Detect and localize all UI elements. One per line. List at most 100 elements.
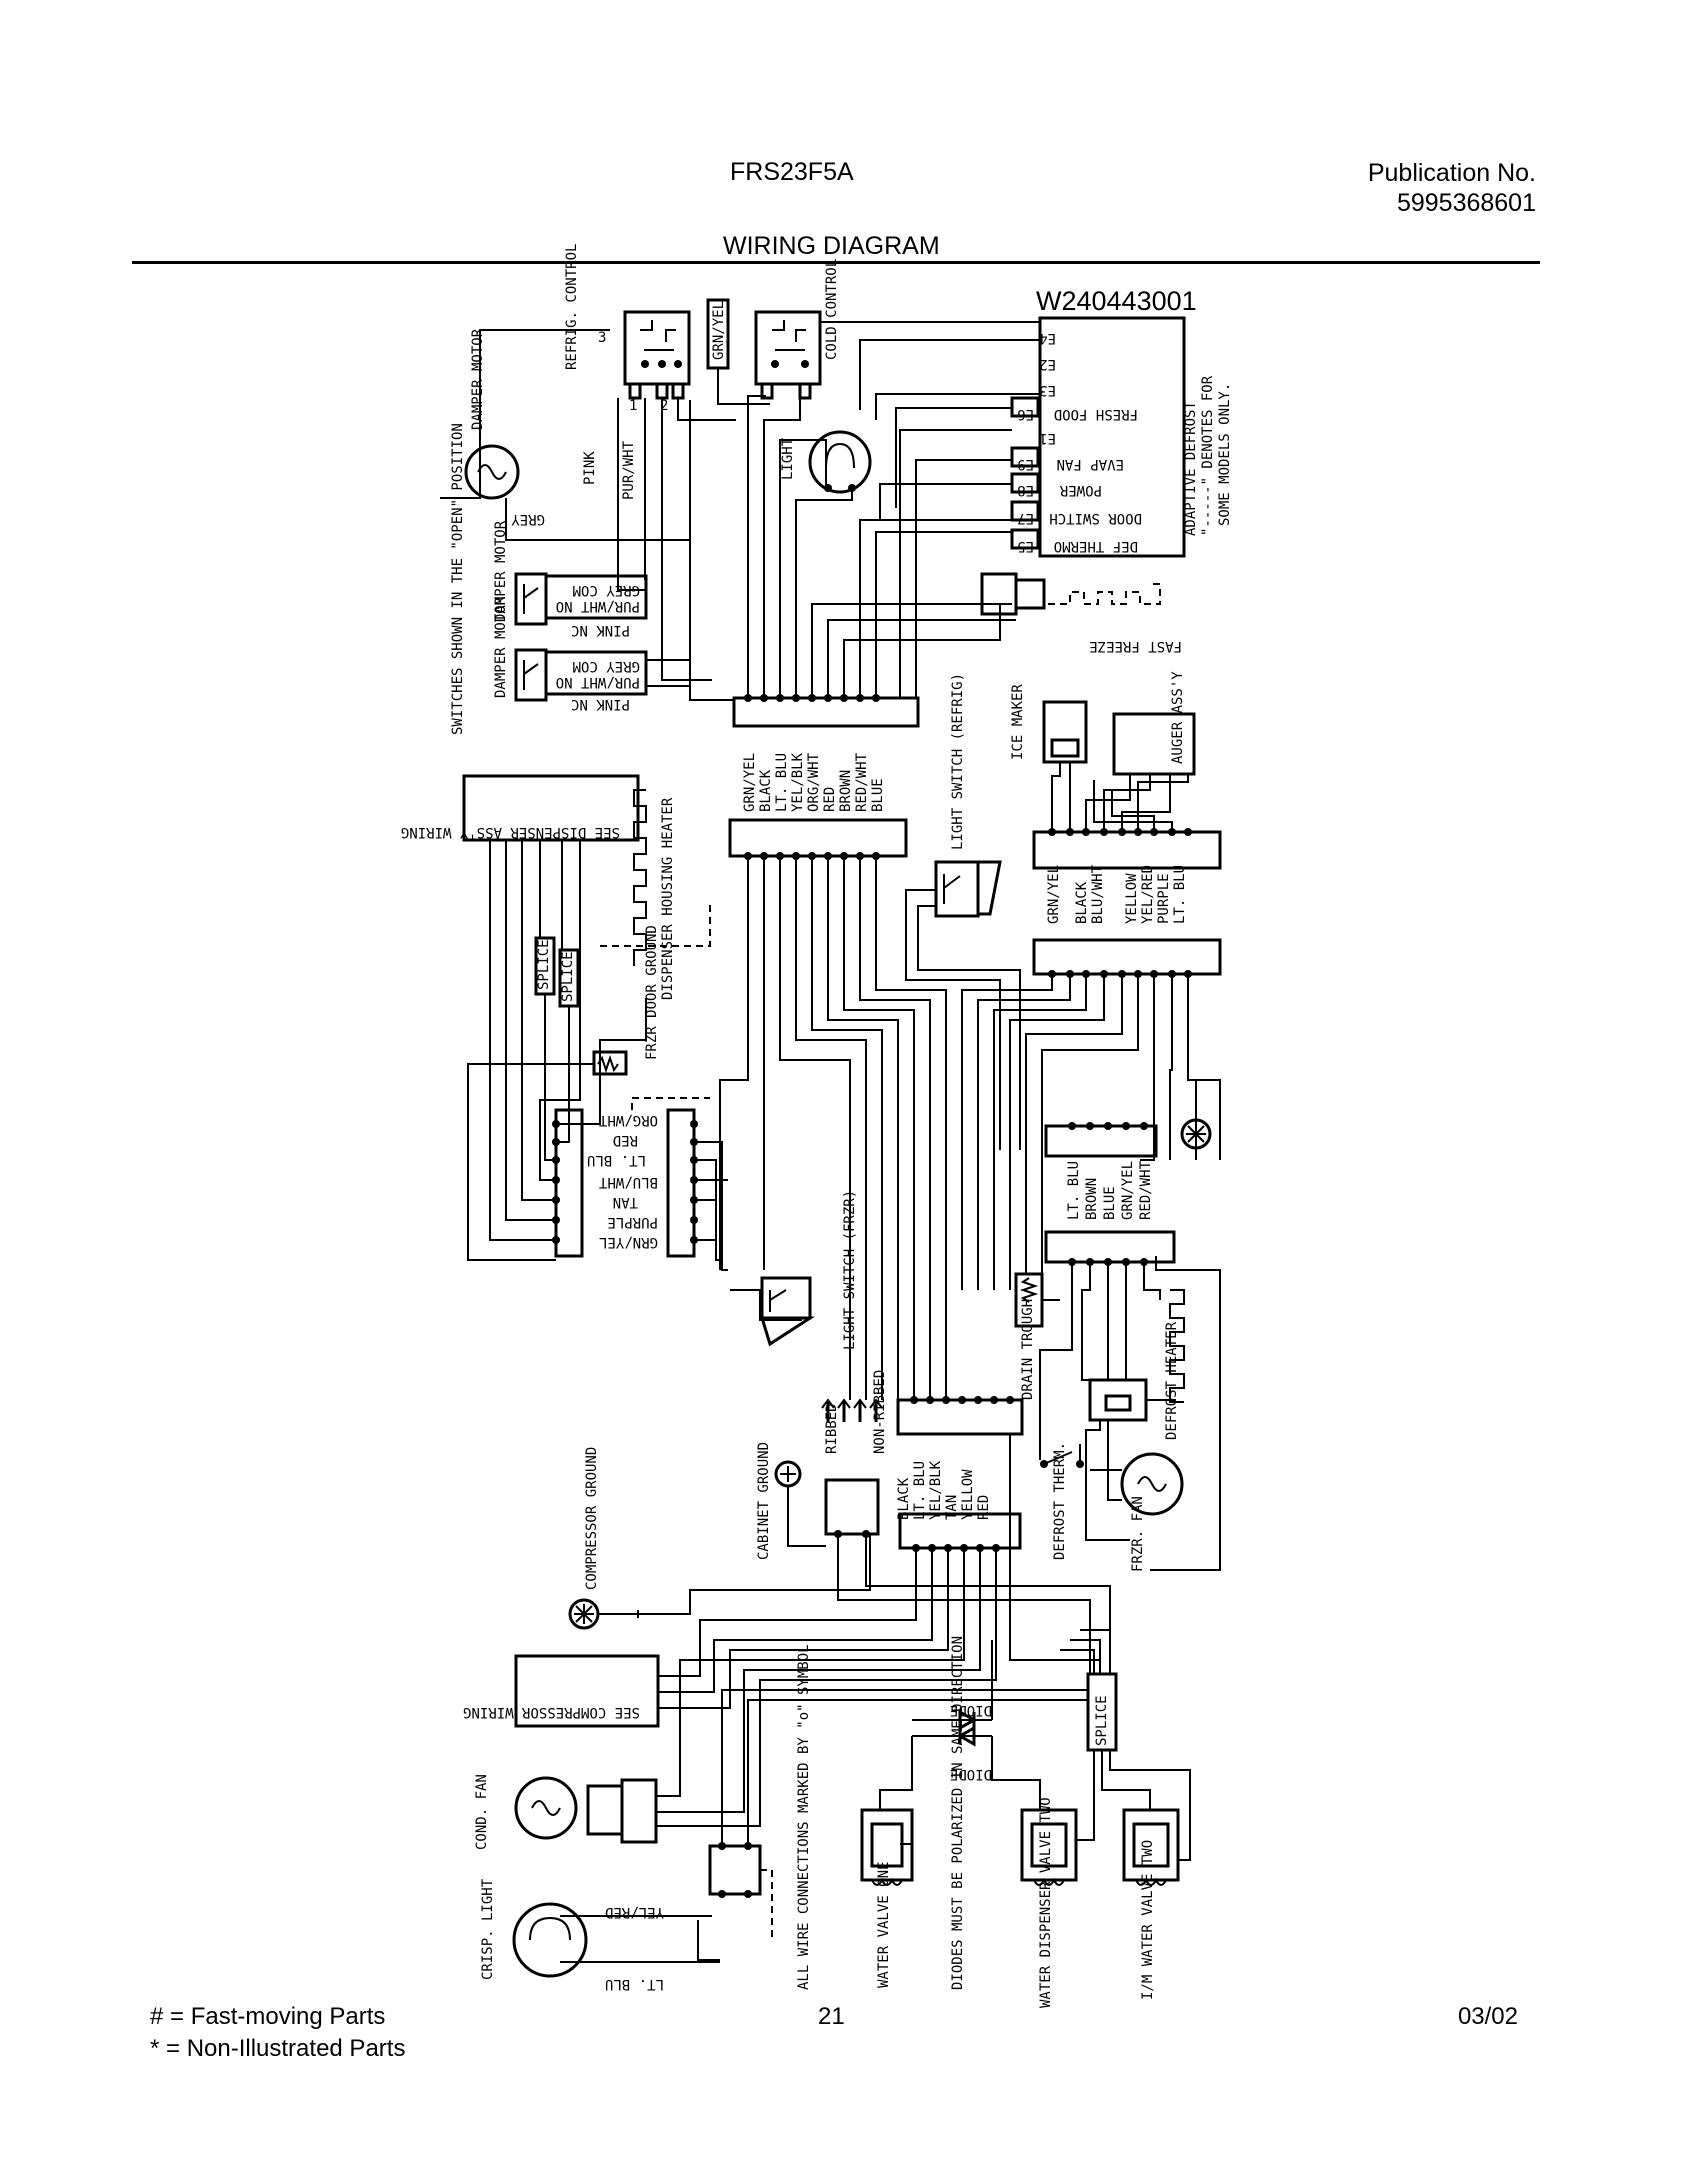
- ice-maker: ICE MAKER AUGER ASS'Y: [1010, 671, 1196, 776]
- diodes: DIODE DIODE: [879, 1640, 1041, 1810]
- grn-yel-label: GRN/YEL: [711, 301, 727, 360]
- harness-2: LT. BLU: [774, 753, 790, 812]
- pink-nc-upper: PINK NC: [571, 622, 630, 638]
- lower-wire-1: LT. BLU: [912, 1461, 928, 1520]
- terminal-2: 2: [660, 398, 668, 414]
- im-wire-1: BLACK: [1074, 881, 1090, 924]
- lower-wire-5: RED: [976, 1495, 992, 1520]
- pur-wht-label: PUR/WHT: [621, 440, 637, 500]
- ice-maker-upper-connector: [1032, 830, 1222, 870]
- damper-motor-lower-label: DAMPER MOTOR: [493, 596, 509, 698]
- damper-motor-label: DAMPER MOTOR: [470, 328, 486, 430]
- legend-fast-moving: # = Fast-moving Parts: [150, 2003, 386, 2030]
- defrost-therm-label: DEFROST THERM.: [1052, 1442, 1068, 1560]
- pin-e2: E2: [1039, 356, 1056, 372]
- im-wire-5: PURPLE: [1156, 873, 1172, 924]
- code-e9: E9: [1017, 456, 1034, 472]
- harness-7: RED/WHT: [854, 752, 870, 812]
- code-e7: E7: [1017, 510, 1034, 526]
- drain-trough: DRAIN TROUGH: [1014, 1272, 1044, 1400]
- cold-control: COLD CONTROL: [754, 259, 840, 400]
- damper-switch-lower: GREY COM PUR/WHT NO PINK NC DAMPER MOTOR: [493, 596, 648, 712]
- ribbed-label: RIBBED: [824, 1403, 840, 1454]
- defrost-wire-3: GRN/YEL: [1120, 1161, 1136, 1220]
- ice-maker-labels: GRN/YEL BLACK BLU/WHT YELLOW YEL/RED PUR…: [1046, 864, 1188, 924]
- lower-wire-0: BLACK: [896, 1477, 912, 1520]
- diode-label-2: DIODE: [950, 1766, 992, 1782]
- pin-e3: E3: [1039, 382, 1056, 398]
- refrig-control: REFRIG. CONTROL 3 1 2: [564, 244, 691, 414]
- door-wire-6: GRN/YEL: [599, 1234, 658, 1250]
- dispenser-housing-heater: DISPENSER HOUSING HEATER: [660, 797, 676, 1000]
- main-harness-labels: GRN/YEL BLACK LT. BLU YEL/BLK ORG/WHT RE…: [742, 752, 886, 812]
- ground-symbol-right: [1180, 1079, 1221, 1160]
- page-number: 21: [818, 2003, 845, 2030]
- frzr-door-ground: FRZR DOOR GROUND: [580, 925, 660, 1076]
- adaptive-defrost-label: ADAPTIVE DEFROST: [1183, 401, 1199, 536]
- model-number: FRS23F5A: [730, 158, 854, 186]
- terminal-1: 1: [629, 398, 637, 414]
- im-wire-4: YEL/RED: [1140, 865, 1156, 924]
- splice-2-label: SPLICE: [560, 951, 576, 1002]
- harness-1: BLACK: [758, 769, 774, 812]
- harness-4: ORG/WHT: [806, 752, 822, 812]
- connections-note: ALL WIRE CONNECTIONS MARKED BY "o" SYMBO…: [796, 1636, 812, 1990]
- diode-label-1: DIODE: [950, 1702, 992, 1718]
- out-def-thermo: DEF THERMO: [1054, 538, 1138, 554]
- frzr-fan-label: FRZR. FAN: [1130, 1496, 1146, 1572]
- harness-6: BROWN: [838, 770, 854, 812]
- freezer-fan: FRZR. FAN: [1090, 1420, 1184, 1572]
- valve-wiring: [900, 1750, 1191, 1861]
- cond-fan-label: COND. FAN: [474, 1774, 490, 1850]
- see-compressor-wiring: SEE COMPRESSOR WIRING: [463, 1704, 640, 1720]
- light-switch-frzr-label: LIGHT SWITCH (FRZR): [842, 1190, 858, 1350]
- defrost-wire-1: BROWN: [1084, 1178, 1100, 1220]
- water-dispenser-valve-two-label: WATER DISPENSER VALVE TWO: [1038, 1797, 1054, 2008]
- lower-wire-2: YEL/BLK: [928, 1460, 944, 1520]
- door-wire-2: LT. BLU: [587, 1152, 646, 1168]
- ribbed-block: [824, 1478, 880, 1536]
- grey-label: GREY: [511, 511, 545, 527]
- grey-com-lower: GREY COM: [573, 658, 640, 674]
- door-wire-1: RED: [613, 1132, 638, 1148]
- compressor-ground: COMPRESSOR GROUND: [568, 1447, 639, 1630]
- dispenser-wiring: [467, 840, 728, 1271]
- out-door-switch: DOOR SWITCH: [1049, 510, 1142, 526]
- defrost-heater-coil: [1169, 1289, 1185, 1403]
- out-power: POWER: [1059, 482, 1102, 498]
- cold-control-label: COLD CONTROL: [824, 259, 840, 360]
- damper-motor-top: DAMPER MOTOR: [464, 328, 520, 500]
- ribbed-connector: RIBBED NON-RIBBED: [821, 1370, 888, 1454]
- light-switch-refrig-label: LIGHT SWITCH (REFRIG): [950, 673, 966, 850]
- lower-harness-labels: BLACK LT. BLU YEL/BLK TAN YELLOW RED: [896, 1460, 992, 1520]
- see-dispenser-wiring: SEE DISPENSER ASS'Y WIRING: [401, 824, 620, 840]
- code-e5: E5: [1017, 538, 1034, 554]
- im-wire-6: LT. BLU: [1172, 865, 1188, 924]
- top-connector: [732, 696, 920, 728]
- grey-com-upper: GREY COM: [573, 582, 640, 598]
- fast-freeze-label: FAST FREEZE: [1089, 638, 1182, 654]
- adaptive-note: "-----" DENOTES FOR: [1200, 375, 1216, 536]
- harness-0: GRN/YEL: [742, 753, 758, 812]
- light-switch-frzr: LIGHT SWITCH (FRZR): [759, 1190, 858, 1350]
- yel-red-label: YEL/RED: [605, 1904, 664, 1920]
- frzr-door-ground-label: FRZR DOOR GROUND: [644, 925, 660, 1060]
- door-wire-0: ORG/WHT: [598, 1112, 658, 1128]
- light-bulb-top: LIGHT: [780, 430, 872, 494]
- pin-e1: E1: [1039, 430, 1056, 446]
- publication-date: 03/02: [1457, 2003, 1518, 2030]
- im-water-valve-two-label: I/M WATER VALVE TWO: [1140, 1840, 1156, 2000]
- freezer-lower-connector: [896, 1398, 1024, 1436]
- damper-motor-upper-label: DAMPER MOTOR: [493, 520, 509, 622]
- code-e8: E8: [1017, 482, 1034, 498]
- refrig-control-label: REFRIG. CONTROL: [564, 244, 580, 370]
- crisp-light-label: CRISP. LIGHT: [480, 1878, 496, 1980]
- lower-wire-4: YELLOW: [960, 1469, 976, 1520]
- lower-splice-label: SPLICE: [1094, 1695, 1110, 1746]
- water-valve-one-label: WATER VALVE ONE: [876, 1862, 892, 1988]
- dispenser-heater-coil: [633, 789, 647, 966]
- im-wire-0: GRN/YEL: [1046, 865, 1062, 924]
- page-title: WIRING DIAGRAM: [723, 232, 940, 260]
- harness-3: YEL/BLK: [790, 752, 806, 812]
- header-rule: [132, 261, 1540, 264]
